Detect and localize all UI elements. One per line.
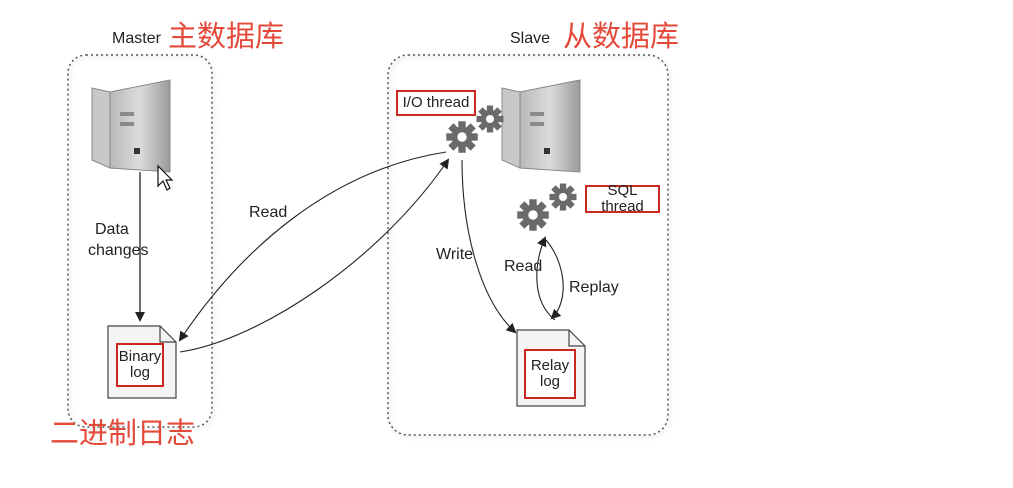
slave-title-cn: 从数据库 xyxy=(563,19,680,53)
slave-server-icon xyxy=(501,79,581,173)
read-arrow-relay-to-sql xyxy=(536,236,556,321)
write-arrow xyxy=(461,159,517,334)
sql-thread-label: SQL thread xyxy=(601,181,644,215)
binary-log-label-line1: Binary xyxy=(118,347,162,365)
sql-thread-box: SQL thread xyxy=(585,181,660,215)
data-changes-label-line1: Data xyxy=(95,221,129,238)
binary-log-label-line2: log xyxy=(129,364,151,381)
relay-log-box: Relay log xyxy=(524,349,576,399)
master-server-icon xyxy=(91,79,171,173)
sql-thread-gear-icon xyxy=(517,183,577,231)
write-label: Write xyxy=(436,246,474,263)
replay-label: Replay xyxy=(569,279,619,296)
read-arrow-to-binary-log xyxy=(178,151,447,342)
io-thread-box: I/O thread xyxy=(396,90,476,116)
master-title: Master xyxy=(112,30,161,47)
read-label-slave: Read xyxy=(504,258,543,275)
relay-log-label-line2: log xyxy=(539,373,561,390)
relay-log-label-line1: Relay xyxy=(530,356,570,374)
slave-container xyxy=(387,54,669,436)
read-arrow-to-io-thread xyxy=(179,158,450,353)
binary-log-box: Binary log xyxy=(116,343,164,387)
binary-log-cn-label: 二进制日志 xyxy=(50,416,196,450)
master-title-cn: 主数据库 xyxy=(168,19,285,53)
read-label-master: Read xyxy=(249,204,288,221)
data-changes-label-line2: changes xyxy=(88,242,149,259)
mouse-cursor-icon xyxy=(157,164,174,191)
io-thread-label: I/O thread xyxy=(402,93,470,111)
slave-title: Slave xyxy=(510,30,551,47)
replay-arrow xyxy=(545,239,564,320)
